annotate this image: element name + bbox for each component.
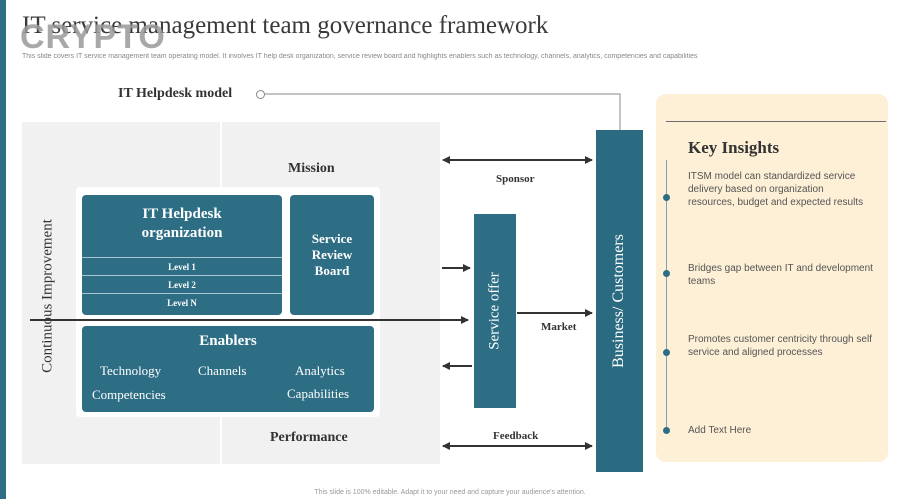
sponsor-label: Sponsor bbox=[496, 173, 535, 185]
enabler-item: Analytics bbox=[295, 363, 345, 378]
key-insights-title: Key Insights bbox=[688, 138, 780, 157]
srb-line-2: Review bbox=[311, 247, 353, 262]
enabler-item: Competencies bbox=[92, 387, 166, 402]
srb-line-3: Board bbox=[314, 263, 350, 278]
market-label: Market bbox=[541, 321, 577, 333]
left-accent-rail bbox=[0, 0, 6, 499]
helpdesk-model-label: IT Helpdesk model bbox=[118, 86, 233, 101]
org-title-line-2: organization bbox=[141, 225, 223, 241]
bullet-dot-icon bbox=[663, 270, 670, 277]
mission-label: Mission bbox=[288, 161, 335, 176]
service-offer-label: Service offer bbox=[486, 272, 503, 350]
insight-item: Add Text Here bbox=[688, 425, 752, 436]
continuous-improvement-label: Continuous Improvement bbox=[39, 219, 56, 373]
business-customers-label: Business/ Customers bbox=[610, 234, 627, 368]
watermark-logo: CRYPTO bbox=[20, 18, 166, 56]
helpdesk-organization-box: IT Helpdesk organization Level 1 Level 2… bbox=[82, 195, 282, 315]
bullet-dot-icon bbox=[663, 427, 670, 434]
srb-line-1: Service bbox=[311, 231, 353, 246]
insight-item: ITSM model can standardized service deli… bbox=[688, 171, 864, 208]
insights-timeline bbox=[666, 160, 667, 432]
level-row: Level N bbox=[82, 293, 282, 311]
enabler-item: Technology bbox=[100, 363, 162, 378]
page-subtitle: This slide covers IT service management … bbox=[22, 53, 698, 60]
page-footer: This slide is 100% editable. Adapt it to… bbox=[314, 489, 586, 496]
service-review-board-box: Service Review Board bbox=[290, 195, 374, 315]
helpdesk-organization-title: IT Helpdesk organization bbox=[82, 205, 282, 243]
org-title-line-1: IT Helpdesk bbox=[142, 206, 222, 222]
insight-item: Promotes customer centricity through sel… bbox=[688, 334, 872, 358]
connector-dot-icon bbox=[256, 90, 265, 99]
bullet-dot-icon bbox=[663, 349, 670, 356]
enabler-item: Capabilities bbox=[287, 386, 350, 401]
key-insights-panel bbox=[656, 94, 888, 462]
performance-label: Performance bbox=[270, 430, 348, 445]
business-customers-box: Business/ Customers bbox=[596, 130, 643, 472]
level-row: Level 1 bbox=[82, 257, 282, 275]
insights-divider bbox=[666, 121, 886, 122]
bullet-dot-icon bbox=[663, 194, 670, 201]
level-row: Level 2 bbox=[82, 275, 282, 293]
service-offer-box: Service offer bbox=[474, 214, 516, 408]
enabler-item: Channels bbox=[198, 363, 247, 378]
enablers-title: Enablers bbox=[199, 333, 257, 349]
insight-item: Bridges gap between IT and development t… bbox=[688, 263, 873, 287]
feedback-label: Feedback bbox=[493, 430, 539, 442]
page-title: IT service management team governance fr… bbox=[22, 12, 549, 39]
enablers-box: Enablers Technology Channels Analytics C… bbox=[82, 326, 374, 412]
